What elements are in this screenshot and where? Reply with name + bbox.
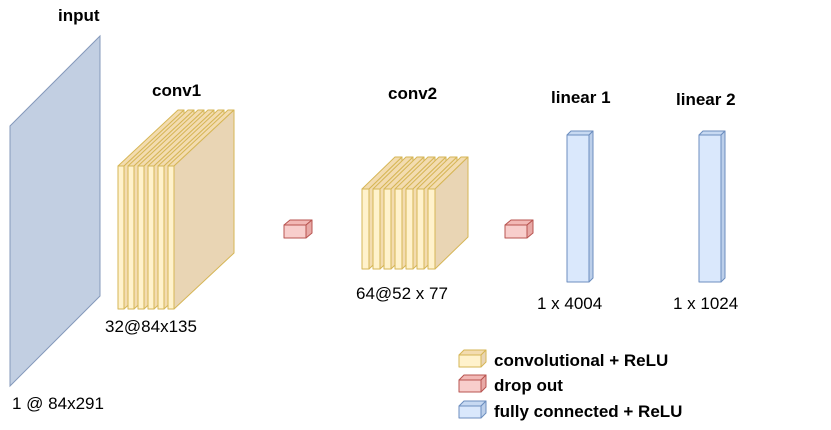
legend-dropout-swatch	[458, 374, 487, 393]
input-layer-plane	[9, 34, 101, 388]
conv2-slab-3-front	[383, 188, 392, 270]
conv1-title: conv1	[152, 81, 201, 100]
legend-dropout-front	[458, 379, 482, 393]
conv1-slab-6-front	[167, 165, 175, 310]
linear2-title: linear 2	[676, 90, 736, 109]
conv2-slab-4-front	[394, 188, 403, 270]
conv1-feature-stack	[117, 109, 235, 310]
conv2-title: conv2	[388, 84, 437, 103]
conv1-slab-2-front	[127, 165, 135, 310]
linear1-side	[588, 130, 594, 283]
linear2-front	[698, 134, 722, 283]
dropout1-front	[283, 224, 307, 239]
conv1-slab-4-front	[147, 165, 155, 310]
dropout2-front	[504, 224, 528, 239]
conv1-slab-3-front	[137, 165, 145, 310]
dropout-block-2	[504, 219, 534, 239]
linear1-front	[566, 134, 590, 283]
legend-conv-label: convolutional + ReLU	[494, 351, 668, 370]
input-dims: 1 @ 84x291	[12, 394, 104, 413]
legend: convolutional + ReLU drop out fully conn…	[458, 349, 682, 421]
input-title: input	[58, 6, 100, 25]
legend-conv-swatch	[458, 349, 487, 368]
linear2-side	[720, 130, 726, 283]
linear2-dims: 1 x 1024	[673, 294, 738, 313]
legend-fc-swatch	[458, 400, 487, 419]
conv2-dims: 64@52 x 77	[356, 284, 448, 303]
conv2-slab-1-front	[361, 188, 370, 270]
conv1-dims: 32@84x135	[105, 317, 197, 336]
conv1-slab-1-front	[117, 165, 125, 310]
conv2-slab-6-front	[416, 188, 425, 270]
conv2-slab-2-front	[372, 188, 381, 270]
conv2-slab-7-front	[427, 188, 436, 270]
linear2-bar	[698, 130, 726, 283]
legend-dropout-label: drop out	[494, 376, 563, 395]
conv2-feature-stack	[361, 156, 469, 270]
legend-conv-front	[458, 354, 482, 368]
legend-fc-label: fully connected + ReLU	[494, 402, 682, 421]
legend-fc-front	[458, 405, 482, 419]
dropout-block-1	[283, 219, 313, 239]
conv2-slab-5-front	[405, 188, 414, 270]
conv1-slab-5-front	[157, 165, 165, 310]
linear1-dims: 1 x 4004	[537, 294, 602, 313]
linear1-title: linear 1	[551, 88, 611, 107]
linear1-bar	[566, 130, 594, 283]
